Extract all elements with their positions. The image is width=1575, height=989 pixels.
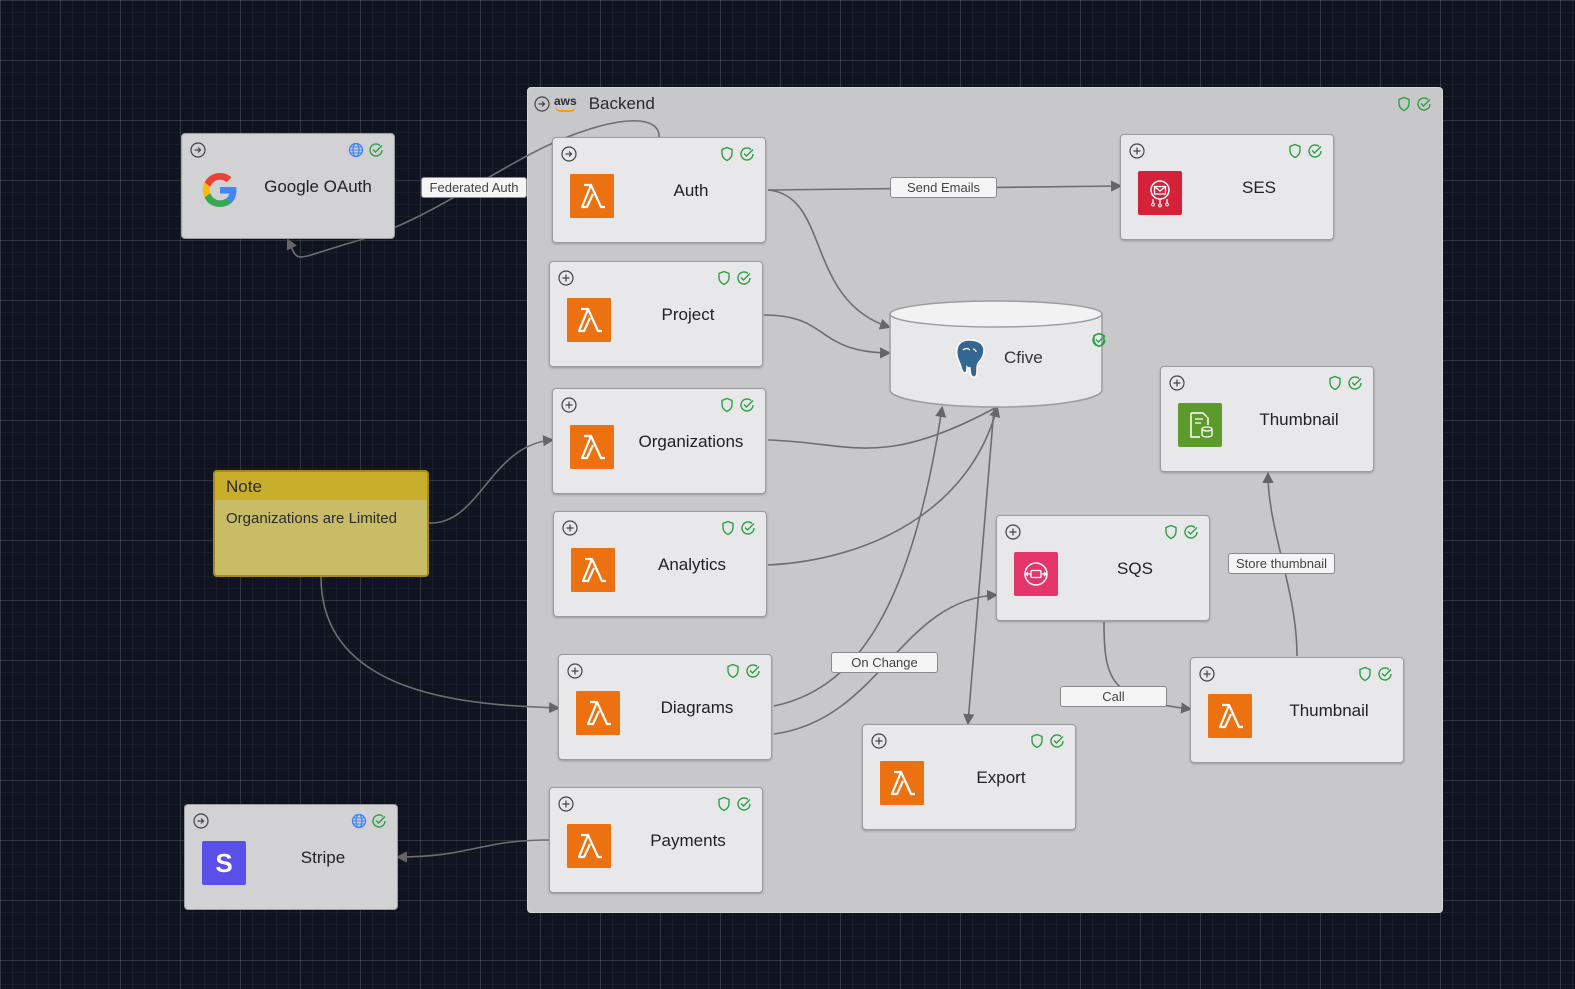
- node-payments[interactable]: Payments: [549, 787, 763, 893]
- node-stripe[interactable]: S Stripe: [184, 804, 398, 910]
- node-label: Auth: [673, 181, 709, 200]
- lambda-icon: [567, 824, 611, 868]
- postgresql-icon: [956, 339, 985, 378]
- check-circle-icon: [746, 664, 760, 678]
- shield-icon: [721, 146, 733, 162]
- node-project[interactable]: Project: [549, 261, 763, 367]
- node-label: Payments: [650, 831, 726, 850]
- node-google-oauth[interactable]: Google OAuth: [181, 133, 395, 239]
- lambda-icon: [570, 174, 614, 218]
- shield-icon: [1359, 666, 1371, 682]
- add-icon[interactable]: [1169, 375, 1185, 391]
- add-icon[interactable]: [1129, 143, 1145, 159]
- shield-icon: [1398, 96, 1410, 112]
- lambda-icon: [576, 691, 620, 735]
- edge-label-call[interactable]: Call: [1060, 686, 1167, 707]
- add-icon[interactable]: [1005, 524, 1021, 540]
- node-thumbnail-storage[interactable]: Thumbnail: [1160, 366, 1374, 472]
- node-label: Stripe: [300, 848, 346, 867]
- node-auth[interactable]: Auth: [552, 137, 766, 243]
- add-icon[interactable]: [558, 796, 574, 812]
- edge-label-on-change[interactable]: On Change: [831, 652, 938, 673]
- edge-label-send-emails[interactable]: Send Emails: [890, 177, 997, 198]
- lambda-icon: [880, 761, 924, 805]
- sqs-queue-icon: [1014, 552, 1058, 596]
- check-circle-icon: [1378, 667, 1392, 681]
- edge-note-diagrams: [320, 576, 561, 714]
- node-ses[interactable]: SES: [1120, 134, 1334, 240]
- database-cylinder: [889, 300, 1103, 408]
- check-circle-icon: [369, 143, 383, 157]
- node-label: Analytics: [657, 555, 727, 574]
- node-label: Export: [976, 768, 1026, 787]
- add-icon[interactable]: [567, 663, 583, 679]
- shield-icon: [1289, 143, 1301, 159]
- node-label: SES: [1241, 178, 1277, 197]
- node-label: Diagrams: [660, 698, 734, 717]
- shield-icon: [721, 397, 733, 413]
- shield-icon: [722, 520, 734, 536]
- note-title: Note: [215, 472, 427, 500]
- expand-icon[interactable]: [561, 146, 577, 162]
- node-label: SQS: [1117, 559, 1153, 578]
- collapse-icon[interactable]: [534, 96, 550, 112]
- add-icon[interactable]: [1199, 666, 1215, 682]
- collapse-icon[interactable]: [193, 813, 209, 829]
- node-organizations[interactable]: Organizations: [552, 388, 766, 494]
- shield-icon: [718, 796, 730, 812]
- globe-icon: [348, 142, 364, 158]
- backend-group-header: aws Backend: [534, 94, 655, 114]
- check-circle-icon: [372, 814, 386, 828]
- storage-icon: [1178, 403, 1222, 447]
- collapse-icon[interactable]: [190, 142, 206, 158]
- check-circle-icon: [1050, 734, 1064, 748]
- edge-label-federated-auth[interactable]: Federated Auth: [421, 177, 527, 198]
- edge-label-store-thumbnail[interactable]: Store thumbnail: [1228, 553, 1335, 574]
- lambda-icon: [571, 548, 615, 592]
- shield-icon: [1031, 733, 1043, 749]
- note-card[interactable]: Note Organizations are Limited: [213, 470, 429, 577]
- add-icon[interactable]: [558, 270, 574, 286]
- check-circle-icon: [1308, 144, 1322, 158]
- node-label: Organizations: [638, 432, 744, 451]
- note-text: Organizations are Limited: [226, 510, 397, 527]
- check-circle-icon: [1184, 525, 1198, 539]
- node-cfive-database[interactable]: Cfive: [889, 300, 1106, 408]
- add-icon[interactable]: [871, 733, 887, 749]
- check-circle-icon: [1348, 376, 1362, 390]
- lambda-icon: [1208, 694, 1252, 738]
- check-circle-icon: [741, 521, 755, 535]
- node-label: Thumbnail: [1289, 701, 1369, 720]
- backend-group-title: Backend: [588, 94, 655, 113]
- globe-icon: [351, 813, 367, 829]
- shield-icon: [1329, 375, 1341, 391]
- lambda-icon: [570, 425, 614, 469]
- node-label: Thumbnail: [1259, 410, 1339, 429]
- check-circle-icon: [740, 147, 754, 161]
- lambda-icon: [567, 298, 611, 342]
- node-analytics[interactable]: Analytics: [553, 511, 767, 617]
- check-circle-icon: [740, 398, 754, 412]
- stripe-logo-icon: S: [202, 841, 246, 885]
- check-circle-icon: [737, 797, 751, 811]
- node-sqs[interactable]: SQS: [996, 515, 1210, 621]
- add-icon[interactable]: [562, 520, 578, 536]
- node-export[interactable]: Export: [862, 724, 1076, 830]
- node-label: Project: [661, 305, 715, 324]
- add-icon[interactable]: [561, 397, 577, 413]
- shield-icon: [1165, 524, 1177, 540]
- node-label: Cfive: [1004, 348, 1043, 367]
- aws-logo: aws: [554, 94, 577, 112]
- shield-icon: [727, 663, 739, 679]
- check-circle-icon: [1417, 97, 1431, 111]
- google-logo-icon: [202, 173, 237, 207]
- check-circle-icon: [737, 271, 751, 285]
- ses-email-icon: [1138, 171, 1182, 215]
- node-thumbnail-function[interactable]: Thumbnail: [1190, 657, 1404, 763]
- check-circle-icon: [1092, 333, 1106, 347]
- node-label: Google OAuth: [264, 177, 372, 196]
- shield-icon: [718, 270, 730, 286]
- node-diagrams[interactable]: Diagrams: [558, 654, 772, 760]
